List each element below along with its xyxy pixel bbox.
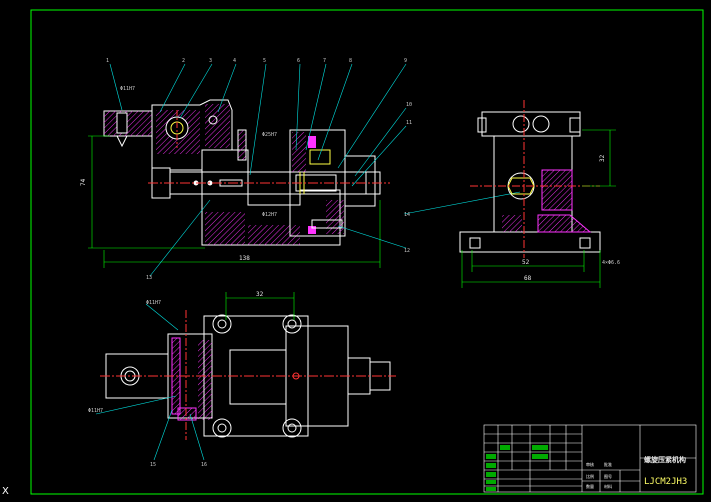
corner-mark: X bbox=[2, 486, 9, 497]
dim-side-outer-width: 68 bbox=[524, 275, 532, 282]
dim-front-length: 138 bbox=[239, 255, 250, 262]
part-number-3: 3 bbox=[209, 58, 212, 64]
top-view bbox=[100, 310, 396, 440]
part-number-5: 5 bbox=[263, 58, 266, 64]
dim-front-height: 74 bbox=[80, 178, 87, 186]
tb-cell-scale: 比例 bbox=[586, 473, 594, 479]
tb-cell-quantity: 数量 bbox=[586, 483, 594, 489]
front-view bbox=[103, 99, 390, 246]
part-number-1: 1 bbox=[106, 58, 109, 64]
part-number-2: 2 bbox=[182, 58, 185, 64]
title-block bbox=[483, 424, 697, 493]
dim-top-width: 32 bbox=[256, 291, 264, 298]
part-number-7: 7 bbox=[323, 58, 326, 64]
part-number-13: 13 bbox=[146, 275, 152, 281]
title-block-drawing-name: 螺旋压紧机构 bbox=[644, 455, 686, 464]
part-number-12: 12 bbox=[404, 248, 410, 254]
side-view-dimensions bbox=[461, 129, 616, 288]
phi-callout-2: Φ25H7 bbox=[262, 132, 277, 138]
part-number-11: 11 bbox=[406, 120, 412, 126]
drawing-border bbox=[30, 9, 704, 495]
top-view-leaders bbox=[95, 303, 205, 461]
part-number-15: 15 bbox=[150, 462, 156, 468]
part-number-14: 14 bbox=[404, 212, 410, 218]
part-number-6: 6 bbox=[297, 58, 300, 64]
phi-callout-3: Φ12H7 bbox=[262, 212, 277, 218]
phi-callout-5: Φ11H7 bbox=[88, 408, 103, 414]
tb-cell-material: 材料 bbox=[604, 483, 612, 489]
phi-callout-1: Φ11H7 bbox=[120, 86, 135, 92]
part-leaders bbox=[109, 63, 521, 277]
side-hole-note: 4×Φ6.6 bbox=[602, 260, 620, 266]
tb-cell-ratify: 批准 bbox=[604, 461, 612, 467]
title-block-drawing-code: LJCM2JH3 bbox=[644, 477, 687, 487]
title-block-green-cells bbox=[486, 445, 548, 491]
dim-side-height: 32 bbox=[599, 154, 606, 162]
part-number-8: 8 bbox=[349, 58, 352, 64]
tb-cell-approve: 审核 bbox=[586, 461, 594, 467]
part-number-4: 4 bbox=[233, 58, 236, 64]
side-view bbox=[459, 100, 601, 258]
tb-cell-drawing-no: 图号 bbox=[604, 473, 612, 479]
part-number-16: 16 bbox=[201, 462, 207, 468]
part-number-9: 9 bbox=[404, 58, 407, 64]
phi-callout-4: Φ11H7 bbox=[146, 300, 161, 306]
dim-side-inner-width: 52 bbox=[522, 259, 530, 266]
top-view-dimensions bbox=[225, 292, 295, 320]
part-number-10: 10 bbox=[406, 102, 412, 108]
front-view-dimensions bbox=[88, 135, 381, 268]
